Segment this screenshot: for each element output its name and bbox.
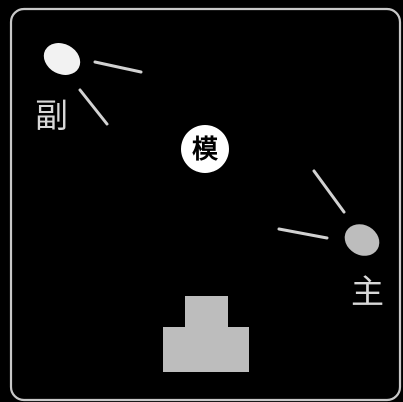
fill-light-lamp-icon	[43, 43, 81, 75]
fill-light-ray-down	[78, 88, 109, 126]
key-light-ray-up	[312, 169, 346, 214]
key-light-ray-left	[277, 227, 329, 240]
key-light-lamp-icon	[344, 224, 380, 256]
fill-light-ray-right	[93, 60, 143, 74]
studio-frame	[9, 7, 402, 402]
fill-light-label: 副	[35, 96, 68, 135]
key-light-label: 主	[351, 272, 384, 311]
camera-icon	[163, 296, 249, 372]
fill-light: 副	[35, 43, 143, 135]
model: 模	[181, 125, 229, 173]
model-label: 模	[192, 135, 219, 165]
key-light: 主	[277, 169, 384, 311]
model-badge	[181, 125, 229, 173]
